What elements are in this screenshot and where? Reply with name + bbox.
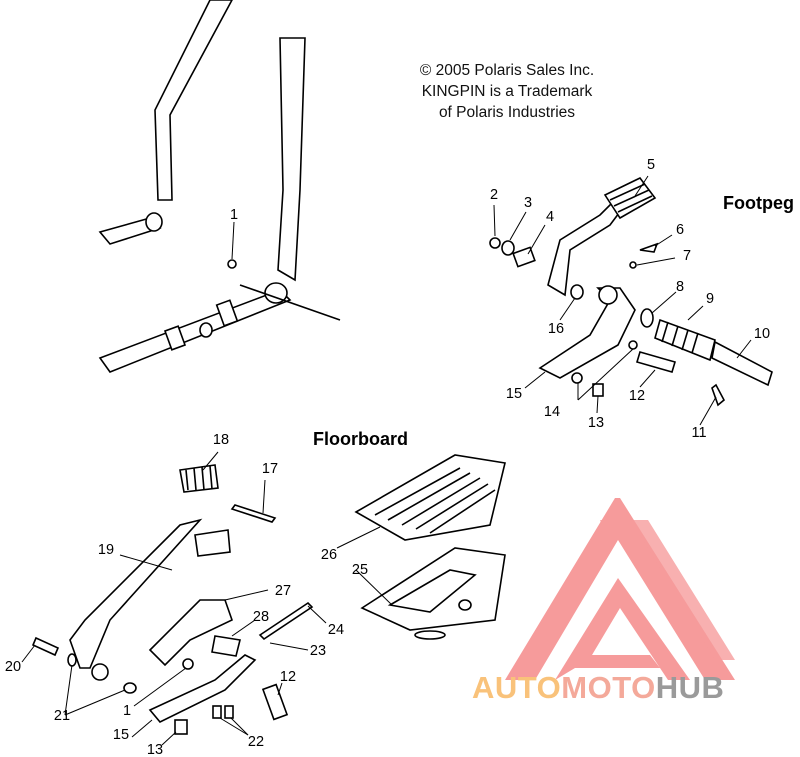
callout-24: 24 bbox=[327, 622, 345, 638]
watermark-text: AUTOMOTOHUB bbox=[472, 670, 724, 706]
callout-21: 21 bbox=[53, 708, 71, 724]
callout-11: 11 bbox=[691, 425, 707, 441]
footpeg-assembly bbox=[489, 176, 773, 407]
callout-9: 9 bbox=[705, 291, 715, 307]
copyright-line: © 2005 Polaris Sales Inc. bbox=[419, 62, 595, 79]
callout-8: 8 bbox=[675, 279, 685, 295]
callout-13-floorboard: 13 bbox=[146, 742, 164, 757]
callout-14: 14 bbox=[543, 404, 561, 420]
callout-15: 15 bbox=[505, 386, 523, 402]
callout-12-floorboard: 12 bbox=[279, 669, 297, 685]
section-label-floorboard: Floorboard bbox=[313, 429, 408, 449]
watermark-logo-icon bbox=[505, 498, 735, 680]
callout-17: 17 bbox=[261, 461, 279, 477]
callout-26: 26 bbox=[320, 547, 338, 563]
watermark-hub: HUB bbox=[655, 670, 725, 705]
copyright-notice: © 2005 Polaris Sales Inc. KINGPIN is a T… bbox=[382, 60, 632, 123]
callout-20: 20 bbox=[4, 659, 22, 675]
watermark-moto: MOTO bbox=[561, 670, 656, 705]
callout-18: 18 bbox=[212, 432, 230, 448]
callout-12: 12 bbox=[628, 388, 646, 404]
callout-23: 23 bbox=[309, 643, 327, 659]
callout-28: 28 bbox=[252, 609, 270, 625]
trademark-line: KINGPIN is a Trademark bbox=[421, 83, 593, 100]
callout-19: 19 bbox=[97, 542, 115, 558]
leader-lines bbox=[21, 175, 752, 746]
callout-10: 10 bbox=[753, 326, 771, 342]
callout-7: 7 bbox=[682, 248, 692, 264]
watermark-auto: AUTO bbox=[472, 670, 562, 705]
frame-rail bbox=[98, 0, 341, 373]
callout-1-floorboard: 1 bbox=[122, 703, 132, 719]
callout-25: 25 bbox=[351, 562, 369, 578]
callout-22: 22 bbox=[247, 734, 265, 750]
callout-4: 4 bbox=[545, 209, 555, 225]
trademark-owner-line: of Polaris Industries bbox=[438, 104, 576, 121]
callout-13: 13 bbox=[587, 415, 605, 431]
callout-3: 3 bbox=[523, 195, 533, 211]
section-label-footpeg: Footpeg bbox=[723, 193, 794, 213]
callout-27: 27 bbox=[274, 583, 292, 599]
callout-6: 6 bbox=[675, 222, 685, 238]
callout-15-floorboard: 15 bbox=[112, 727, 130, 743]
callout-16: 16 bbox=[547, 321, 565, 337]
callout-1: 1 bbox=[229, 207, 239, 223]
callout-5: 5 bbox=[646, 157, 656, 173]
floorboard-assembly bbox=[31, 454, 506, 735]
callout-2: 2 bbox=[489, 187, 499, 203]
